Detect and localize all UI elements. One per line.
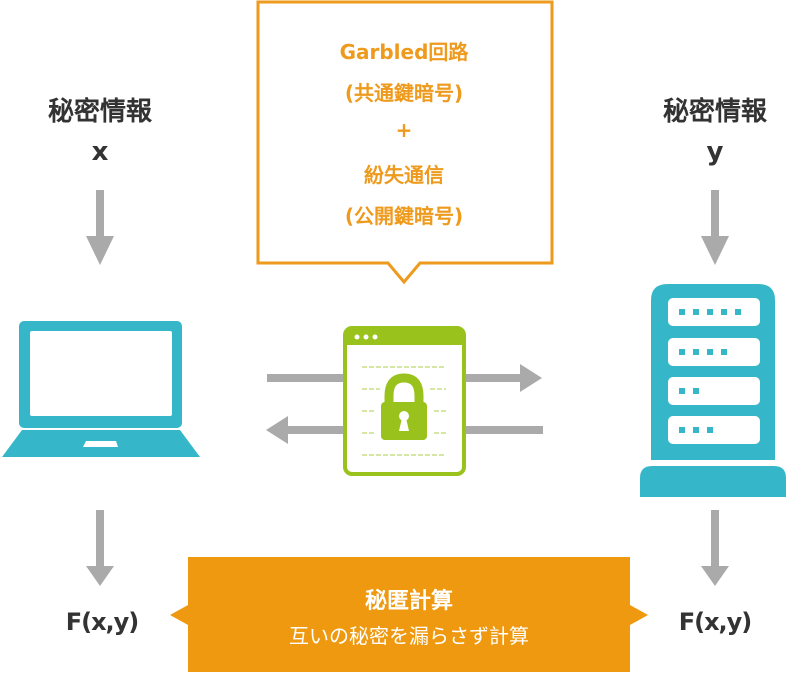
- server-icon: [640, 284, 786, 497]
- arrow-down-icon: [86, 510, 114, 586]
- arrow-down-icon: [701, 510, 729, 586]
- laptop-icon: [2, 321, 200, 457]
- right-secret-info-title: 秘密情報: [662, 97, 767, 127]
- left-secret-variable: x: [91, 137, 109, 167]
- arrow-down-icon: [701, 190, 729, 265]
- left-result: F(x,y): [65, 608, 140, 636]
- banner-subtitle: 互いの秘密を漏らさず計算: [289, 624, 529, 648]
- secure-computation-banner: [170, 557, 648, 672]
- right-result: F(x,y): [678, 608, 753, 636]
- callout-line-symmetric-key: (共通鍵暗号): [344, 81, 464, 105]
- callout-box: [256, 0, 554, 285]
- right-secret-variable: y: [706, 137, 724, 167]
- banner-title: 秘匿計算: [364, 589, 453, 614]
- left-secret-info-title: 秘密情報: [47, 97, 152, 127]
- arrow-down-icon: [86, 190, 114, 265]
- callout-line-oblivious-transfer: 紛失通信: [364, 163, 444, 187]
- callout-line-garbled-circuit: Garbled回路: [339, 40, 469, 64]
- callout-line-plus: +: [395, 118, 413, 142]
- callout-line-public-key: (公開鍵暗号): [344, 204, 464, 228]
- secure-window-lock-icon: [343, 326, 466, 476]
